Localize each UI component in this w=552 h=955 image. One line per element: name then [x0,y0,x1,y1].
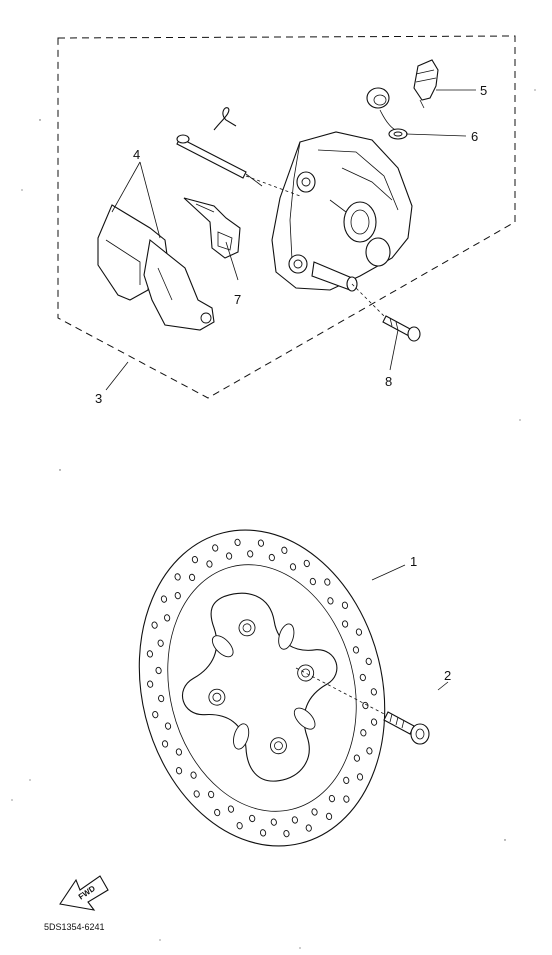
disc-drill-hole [236,822,243,830]
disc-drill-hole [212,544,219,552]
disc-drill-hole [328,794,336,803]
disc-drill-hole [174,573,181,581]
fwd-arrow-icon [59,875,109,911]
callout-3: 3 [95,391,102,406]
disc-drill-hole [355,628,363,636]
callout-7: 7 [234,292,241,307]
disc-drill-hole [353,754,360,762]
assembly-guide-lines [245,175,387,319]
disc-drill-hole [281,546,288,554]
callout-5: 5 [480,83,487,98]
disc-drill-hole [343,795,350,803]
callout-1: 1 [410,554,417,569]
disc-drill-hole [356,773,364,781]
callout-6: 6 [471,129,478,144]
scan-noise [11,89,536,949]
disc-drill-hole [352,646,360,654]
disc-drill-hole [370,688,377,696]
disc-drill-hole [157,639,164,647]
disc-drill-hole [208,790,215,799]
disc-drill-hole [193,790,200,798]
brake-pad-set [97,204,215,331]
disc-drill-hole [175,767,183,775]
disc-drill-hole [365,657,372,666]
disc-drill-hole [214,808,221,817]
disc-drill-hole [164,722,172,730]
disc-drill-hole [191,555,199,564]
caliper-assembly-outline [57,35,516,399]
disc-drill-hole [147,680,154,688]
disc-drill-hole [324,578,331,586]
disc-drill-hole [206,560,213,568]
disc-drill-hole [362,701,369,710]
disc-drill-hole [160,595,168,603]
disc-drill-hole [270,818,277,826]
callout-8: 8 [385,374,392,389]
disc-drill-hole [268,553,275,562]
callout-2: 2 [444,668,451,683]
disc-drill-hole [370,718,378,726]
disc-drill-hole [289,563,297,571]
disc-drill-hole [175,748,183,756]
disc-drill-hole [247,550,254,558]
disc-drill-hole [158,694,165,703]
callout-4: 4 [133,147,140,162]
disc-drill-hole [227,805,235,813]
diagram-code: 5DS1354-6241 [44,922,105,932]
bleeder-cap [366,87,401,133]
disc-drill-hole [291,816,298,824]
disc-drill-hole [164,614,171,622]
brake-disc [138,529,386,847]
disc-drill-hole [188,573,196,582]
disc-drill-hole [341,601,349,609]
disc-drill-hole [174,592,181,600]
disc-drill-hole [341,620,349,628]
disc-drill-hole [303,559,310,568]
leader-lines [105,89,476,691]
disc-drill-hole [190,771,197,779]
disc-drill-hole [155,666,162,675]
caliper-bolt [382,315,421,342]
caliper-body [271,131,413,292]
disc-drill-hole [226,552,233,560]
disc-drill-hole [259,829,267,837]
bleed-screw [413,59,439,109]
pin-r-clip [213,107,237,131]
disc-drill-hole [257,539,265,547]
disc-drill-hole [311,808,318,816]
disc-drill-hole [152,710,159,719]
disc-drill-hole [161,740,169,748]
disc-drill-hole [146,650,154,658]
disc-drill-hole [234,538,241,547]
bleed-washer [388,128,408,140]
disc-bolt [295,667,430,745]
disc-drill-hole [343,776,350,784]
disc-drill-hole [283,829,290,838]
disc-drill-holes [146,538,378,838]
disc-drill-hole [325,812,333,821]
disc-drill-hole [309,577,316,586]
pad-pin [176,134,263,187]
pad-spring-clip [183,197,241,259]
disc-drill-hole [366,747,373,755]
disc-drill-hole [327,597,334,605]
disc-drill-hole [305,824,312,832]
disc-drill-hole [151,621,158,629]
disc-drill-hole [249,814,256,823]
disc-drill-hole [360,729,367,737]
disc-drill-hole [359,673,366,682]
